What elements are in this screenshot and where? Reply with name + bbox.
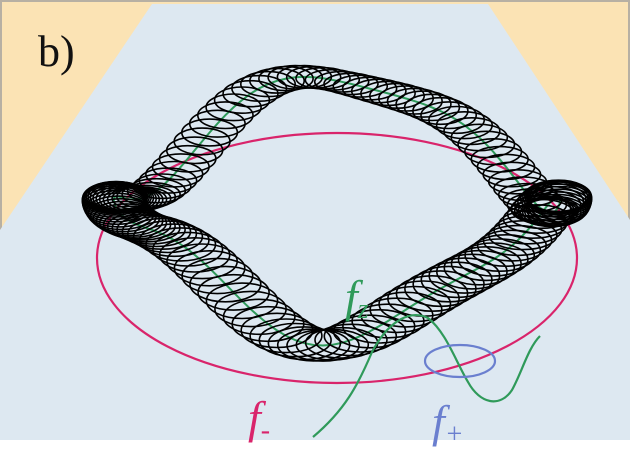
coil-winding — [267, 326, 342, 361]
coil-winding — [420, 261, 493, 299]
coil-winding — [420, 101, 478, 130]
coil-winding — [205, 282, 279, 320]
f-minus-label-sub: - — [261, 415, 270, 446]
coil-winding — [443, 249, 516, 286]
coil-winding — [341, 76, 398, 101]
coil-winding — [412, 96, 469, 126]
coil-winding — [323, 319, 398, 353]
coil-winding — [386, 87, 443, 115]
coil-winding — [395, 90, 452, 118]
panel-label: b) — [38, 27, 75, 76]
coil-winding — [166, 243, 238, 280]
coil-winding — [457, 242, 529, 277]
coil-winding — [240, 312, 314, 349]
coil-winding — [488, 220, 558, 251]
coil-winding — [189, 265, 262, 303]
f-minus-ring — [95, 131, 579, 385]
fz-label-sub: z — [357, 294, 369, 325]
coil-winding — [412, 265, 485, 303]
coil-winding — [276, 328, 351, 362]
coil-winding — [111, 213, 181, 243]
coil-winding — [214, 290, 287, 328]
coil-winding — [332, 74, 389, 98]
bottom-strip — [0, 440, 630, 467]
f-plus-ellipse — [423, 343, 497, 379]
coil-winding — [323, 72, 379, 96]
coil-winding — [403, 93, 461, 122]
coil-winding — [240, 70, 297, 98]
fz-curve — [312, 314, 541, 438]
f-plus-label-sub: + — [445, 419, 464, 450]
coil-winding — [342, 308, 416, 344]
coil-winding — [121, 181, 181, 207]
coil-winding — [304, 68, 361, 91]
coil-winding — [313, 70, 370, 93]
coil-winding — [450, 246, 522, 282]
coil-winding — [350, 78, 407, 104]
coil-winding — [197, 273, 270, 311]
helical-coil-windings — [81, 64, 593, 362]
coil-winding — [196, 101, 254, 130]
coil-winding — [527, 185, 593, 219]
coil-winding — [132, 173, 192, 200]
coil-winding — [249, 318, 323, 354]
coil-winding — [443, 117, 501, 146]
